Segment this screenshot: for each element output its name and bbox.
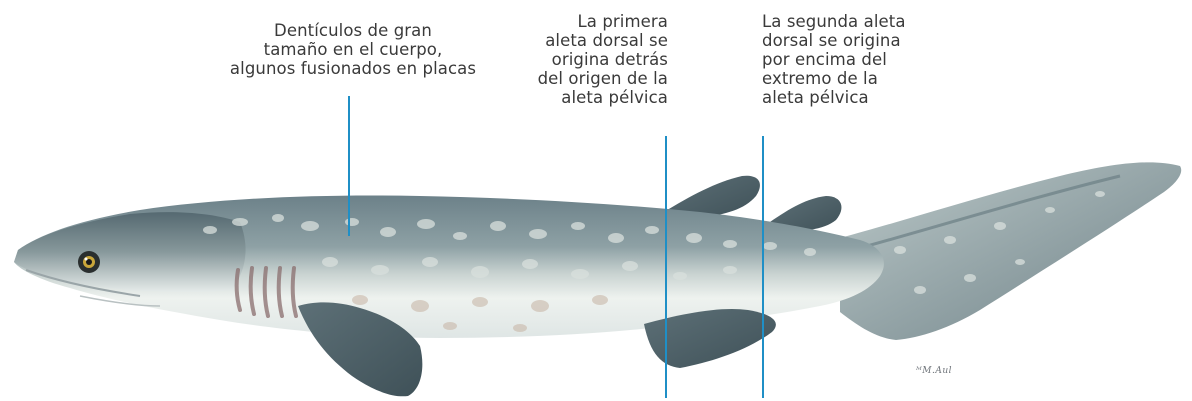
leader-line-second-dorsal bbox=[762, 136, 764, 398]
leader-line-denticles bbox=[348, 96, 350, 236]
annotation-dermal-denticles: Dentículos de gran tamaño en el cuerpo, … bbox=[222, 21, 484, 78]
leader-line-first-dorsal bbox=[665, 136, 667, 398]
caudal-fin bbox=[840, 162, 1181, 340]
annotation-second-dorsal-fin: La segunda aleta dorsal se origina por e… bbox=[762, 12, 942, 107]
annotation-first-dorsal-fin: La primera aleta dorsal se origina detrá… bbox=[512, 12, 668, 107]
artist-signature: ᴹM.Aul bbox=[916, 366, 952, 376]
